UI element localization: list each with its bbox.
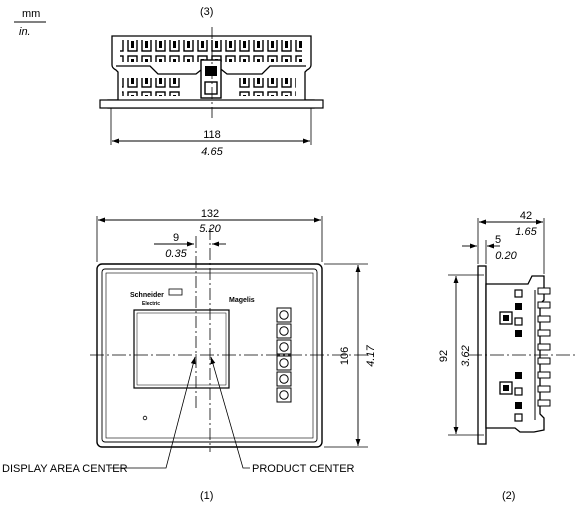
unit-mm: mm [22, 8, 40, 20]
dim-top-width-in: 4.65 [201, 146, 223, 158]
side-fins [537, 287, 551, 407]
status-led [142, 415, 148, 421]
callout-display-area-center: DISPLAY AREA CENTER [2, 463, 128, 475]
function-key [276, 339, 292, 355]
function-keys [276, 307, 292, 403]
display-screen [133, 309, 230, 389]
top-view-vents-lower-right [236, 78, 296, 96]
side-components [499, 289, 523, 422]
function-key [276, 307, 292, 323]
view-label-side: (2) [502, 490, 515, 502]
top-view: (3) 118 4.65 [99, 6, 324, 158]
model-name: Magelis [229, 297, 255, 304]
dim-display-offset-in: 0.35 [165, 248, 187, 260]
side-view: 42 1.65 5 0.20 92 3.62 (2) [438, 210, 576, 502]
units-legend: mm in. [14, 8, 46, 38]
front-view: Schneider Electric Magelis 132 5.20 9 [2, 208, 377, 502]
view-label-top: (3) [200, 6, 213, 18]
dim-front-width-mm: 132 [201, 208, 219, 220]
top-view-vents-upper [120, 40, 302, 62]
function-key [276, 387, 292, 403]
brand-logo-box [168, 288, 183, 296]
unit-inches: in. [19, 26, 31, 38]
function-key [276, 355, 292, 371]
dim-top-width-mm: 118 [203, 129, 221, 141]
top-view-connector [200, 59, 222, 99]
top-view-bezel [99, 99, 324, 109]
dim-side-bezel-mm: 5 [495, 234, 501, 246]
callout-product-center: PRODUCT CENTER [252, 463, 355, 475]
function-key [276, 323, 292, 339]
function-key [276, 371, 292, 387]
dim-front-width-in: 5.20 [199, 223, 221, 235]
dim-front-height-in: 4.17 [365, 344, 377, 366]
dim-display-offset-mm: 9 [173, 232, 179, 244]
leader-display-area-center [110, 356, 196, 469]
brand-name-bottom: Electric [142, 301, 160, 307]
view-label-front: (1) [200, 490, 213, 502]
top-view-vents-lower-left [122, 78, 182, 96]
brand-name-top: Schneider [130, 292, 164, 299]
dim-side-depth-mm: 42 [520, 210, 532, 222]
dim-side-height-in: 3.62 [460, 345, 472, 366]
leader-product-center [210, 356, 250, 469]
dim-side-height-mm: 92 [438, 350, 450, 362]
dim-side-bezel-in: 0.20 [495, 250, 517, 262]
dim-front-height-mm: 106 [339, 347, 351, 365]
dim-side-depth-in: 1.65 [515, 226, 537, 238]
